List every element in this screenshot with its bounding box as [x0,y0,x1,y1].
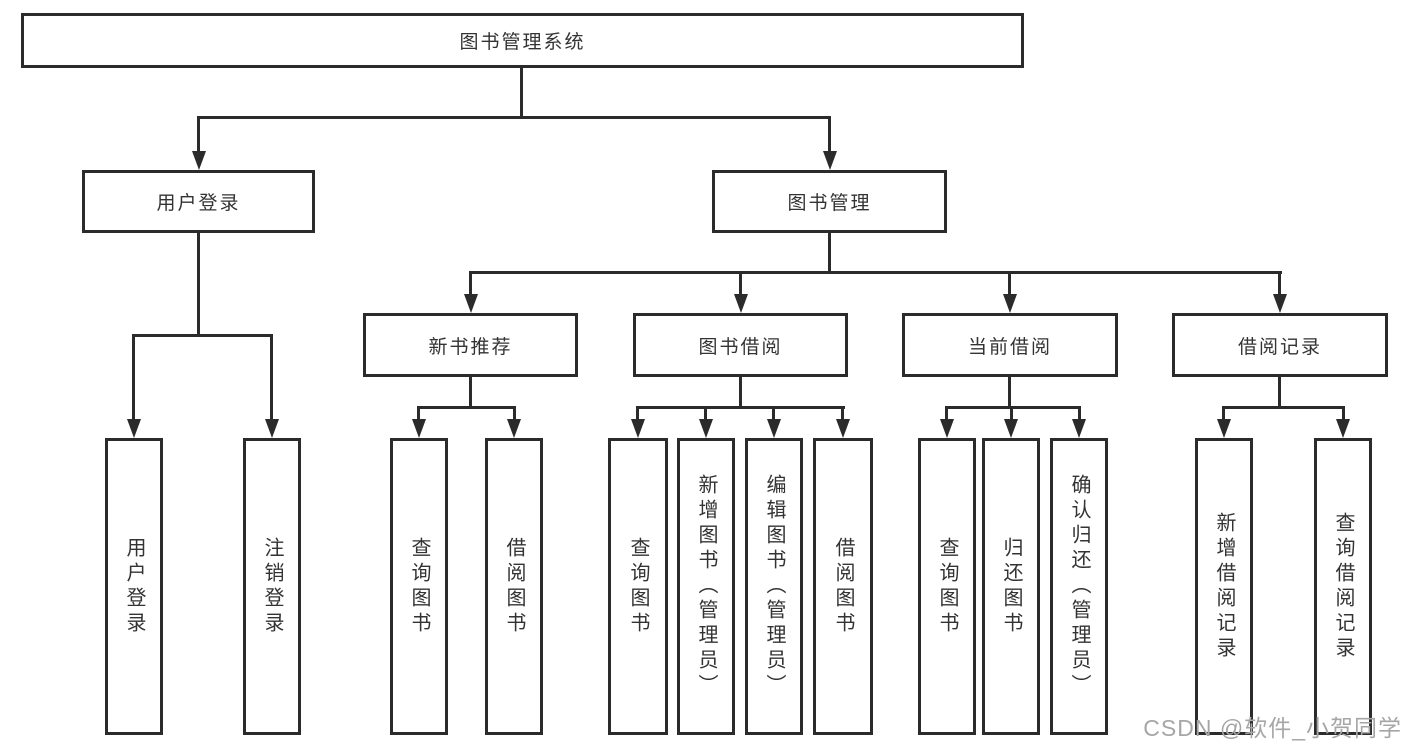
arrowhead [823,151,837,170]
leaf-bb-edit-books: 编辑图书（管理员） [745,438,803,735]
connector-line [772,406,775,422]
connector-line [270,334,273,421]
leaf-nb-query-books: 查询图书 [390,438,448,735]
leaf-bb-borrow-books-label: 借阅图书 [832,536,854,637]
leaf-user-login-label: 用户登录 [123,536,145,637]
arrowhead [127,419,141,438]
arrowhead [1072,419,1086,438]
csdn-watermark: CSDN @软件_小贺同学 [1143,715,1402,741]
node-current-borrow: 当前借阅 [902,313,1118,377]
node-user-login-label: 用户登录 [156,193,241,214]
node-root-label: 图书管理系统 [459,32,586,53]
arrowhead [507,419,521,438]
leaf-bb-edit-books-label: 编辑图书（管理员） [763,474,785,699]
connector-line [1222,406,1225,422]
connector-line [739,271,742,297]
connector-line [636,406,639,422]
connector-line [132,334,135,421]
connector-line [417,406,516,409]
connector-line [1278,271,1281,297]
leaf-br-add-record-label: 新增借阅记录 [1213,511,1235,662]
leaf-bb-query-books-label: 查询图书 [627,536,649,637]
arrowhead [699,419,713,438]
node-new-book-recommend: 新书推荐 [363,313,578,377]
connector-line [1010,406,1013,422]
leaf-nb-borrow-books-label: 借阅图书 [503,536,525,637]
arrowhead [631,419,645,438]
arrowhead [1336,419,1350,438]
leaf-logout-login-label: 注销登录 [261,536,283,637]
connector-line [945,406,948,422]
leaf-cb-return-books-label: 归还图书 [1000,536,1022,637]
node-book-borrow-label: 图书借阅 [698,336,783,358]
leaf-bb-borrow-books: 借阅图书 [813,438,873,735]
node-borrow-records: 借阅记录 [1172,313,1388,377]
connector-line [513,406,516,422]
connector-line [1008,377,1011,409]
arrowhead [1273,294,1287,313]
arrowhead [464,294,478,313]
node-new-book-recommend-label: 新书推荐 [428,336,513,358]
arrowhead [192,151,206,170]
leaf-cb-query-books: 查询图书 [918,438,976,735]
arrowhead [734,294,748,313]
connector-line [739,377,742,409]
connector-line [469,271,472,297]
connector-line [828,233,831,274]
arrowhead [836,419,850,438]
connector-line [704,406,707,422]
arrowhead [1004,419,1018,438]
leaf-bb-add-books-label: 新增图书（管理员） [695,474,717,699]
leaf-cb-confirm-return-label: 确认归还（管理员） [1068,474,1090,699]
leaf-nb-query-books-label: 查询图书 [408,536,430,637]
connector-line [197,116,200,154]
leaf-br-query-record: 查询借阅记录 [1314,438,1372,735]
node-current-borrow-label: 当前借阅 [967,336,1052,358]
connector-line [520,68,523,119]
leaf-cb-return-books: 归还图书 [982,438,1040,735]
arrowhead [1217,419,1231,438]
connector-line [469,377,472,409]
connector-line [1278,377,1281,409]
arrowhead [1003,294,1017,313]
connector-line [132,334,273,337]
connector-line [636,406,845,409]
arrowhead [412,419,426,438]
connector-line [1342,406,1345,422]
node-book-management-label: 图书管理 [787,193,872,214]
arrowhead [940,419,954,438]
node-user-login: 用户登录 [82,170,315,233]
connector-line [197,116,831,119]
leaf-user-login: 用户登录 [105,438,163,735]
leaf-bb-query-books: 查询图书 [608,438,668,735]
leaf-br-query-record-label: 查询借阅记录 [1332,511,1354,662]
connector-line [841,406,844,422]
arrowhead [767,419,781,438]
connector-line [945,406,1081,409]
connector-line [417,406,420,422]
connector-line [1222,406,1345,409]
node-book-management: 图书管理 [712,170,947,233]
node-book-borrow: 图书借阅 [633,313,848,377]
connector-line [828,116,831,154]
arrowhead [265,419,279,438]
connector-line [1078,406,1081,422]
leaf-logout-login: 注销登录 [243,438,301,735]
leaf-cb-confirm-return: 确认归还（管理员） [1050,438,1108,735]
connector-line [1008,271,1011,297]
leaf-cb-query-books-label: 查询图书 [936,536,958,637]
connector-line [197,233,200,337]
node-borrow-records-label: 借阅记录 [1237,336,1322,358]
leaf-nb-borrow-books: 借阅图书 [485,438,543,735]
connector-line [469,271,1282,274]
leaf-br-add-record: 新增借阅记录 [1195,438,1253,735]
node-root: 图书管理系统 [21,13,1024,68]
leaf-bb-add-books: 新增图书（管理员） [677,438,735,735]
